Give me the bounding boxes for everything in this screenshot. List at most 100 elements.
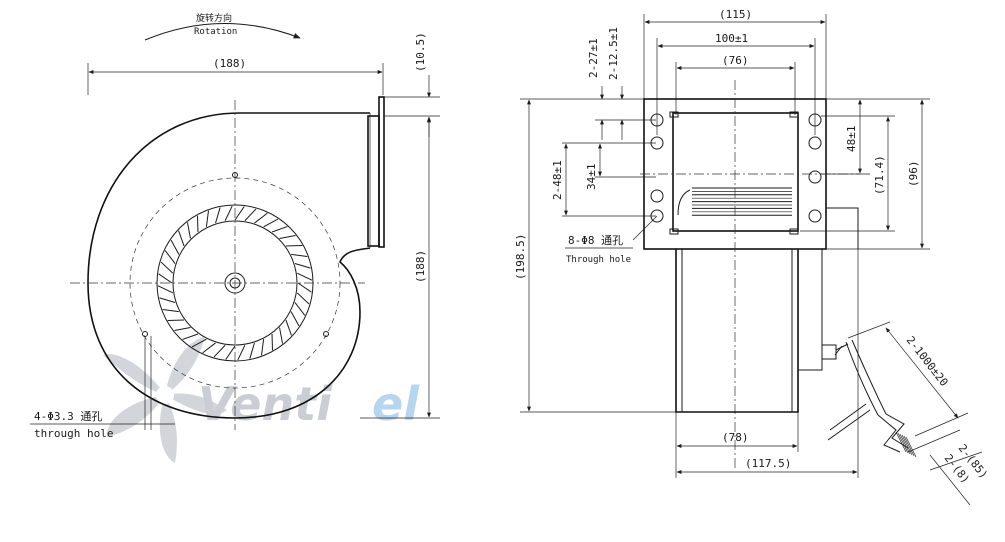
watermark-text-b: el <box>372 377 420 431</box>
impeller-blade <box>279 234 296 239</box>
mount-hole-right <box>323 331 329 337</box>
impeller-blade <box>224 205 233 221</box>
flange-hole-3 <box>650 189 664 203</box>
flange-hole-2 <box>650 136 664 150</box>
impeller-blade <box>178 230 185 247</box>
cable-dim-ext-4 <box>929 451 983 471</box>
flange-side-step <box>826 207 859 249</box>
impeller-blade <box>244 208 257 222</box>
impeller-blade <box>170 239 180 255</box>
impeller-blade <box>164 250 176 264</box>
dim-96-label: (96) <box>907 161 920 188</box>
clip-tr <box>789 111 799 118</box>
mount-hole-top <box>232 172 238 178</box>
dim-76-label: (76) <box>722 54 749 67</box>
impeller-blade <box>254 212 268 224</box>
impeller-blade <box>159 297 176 303</box>
impeller-blade <box>202 342 216 354</box>
flange-hole-8 <box>808 209 822 223</box>
dim-198-label: (198.5) <box>514 234 527 280</box>
left-hole-note-en: through hole <box>34 427 113 440</box>
dim-8-line <box>929 454 971 506</box>
dim-2-48-label: 2-48±1 <box>551 160 564 200</box>
cable-gland-line <box>835 343 849 351</box>
outlet-flange-edge <box>378 96 385 248</box>
impeller-blade <box>271 226 288 233</box>
dim-48-label: 48±1 <box>845 126 858 153</box>
cable-2 <box>851 339 887 415</box>
impeller-blade <box>205 210 210 227</box>
wire-strand <box>901 434 913 456</box>
flange-hole-5 <box>808 113 822 127</box>
dim-cable-label: 2-1000±20 <box>904 334 951 389</box>
cable-dim-ext-2 <box>914 412 969 437</box>
impeller-side-lines <box>692 187 792 216</box>
cable-dim-ext-3 <box>907 429 961 453</box>
dim-line-cable <box>885 327 959 419</box>
impeller-blade <box>191 338 207 348</box>
cable-gland <box>821 344 837 360</box>
impeller-blade <box>160 261 174 274</box>
wire-b <box>829 403 867 431</box>
dim-2-27-label: 2-27±1 <box>587 38 600 78</box>
impeller-blade <box>186 222 191 239</box>
cable-dim-ext-1 <box>847 321 891 339</box>
left-hole-note-cn: 4-Φ3.3 通孔 <box>34 410 102 423</box>
dim-117-label: (117.5) <box>745 457 791 470</box>
clip-br <box>789 228 799 235</box>
rotation-label-en: Rotation <box>194 27 237 37</box>
impeller-blade <box>263 218 279 228</box>
impeller-blade <box>294 263 311 269</box>
hole-note-leader <box>632 215 658 241</box>
rotation-label-cn: 旋转方向 <box>196 12 232 24</box>
impeller-blade <box>157 285 173 294</box>
impeller-blade <box>158 273 173 284</box>
wire-strand <box>903 435 915 457</box>
impeller-blade <box>162 308 179 313</box>
impeller-blades <box>157 205 313 361</box>
right-hole-note-cn: 8-Φ8 通孔 <box>568 234 623 247</box>
scroll-curve-side <box>677 189 691 216</box>
impeller-blade <box>174 327 191 332</box>
dim-78-label: (78) <box>722 431 749 444</box>
impeller-blade <box>225 345 236 360</box>
impeller-blade <box>290 311 300 327</box>
impeller-blade <box>260 339 265 356</box>
clip-bl <box>669 228 679 235</box>
dim-115-label: (115) <box>719 8 752 21</box>
cable-1 <box>845 341 879 416</box>
outlet-opening <box>672 112 799 232</box>
dim-71-label: (71.4) <box>873 155 886 195</box>
impeller-blade <box>296 292 310 305</box>
watermark-text-a: Venti <box>198 377 333 431</box>
flange-holes <box>650 113 822 223</box>
wire-strands <box>895 431 917 458</box>
cable-bend-b <box>885 413 909 449</box>
watermark-fan-icon <box>103 337 227 463</box>
cable-sleeve <box>834 345 843 356</box>
impeller-blade <box>297 282 312 293</box>
flange-hole-7 <box>808 170 822 184</box>
wire-a <box>827 409 871 441</box>
impeller-blade <box>279 327 284 344</box>
dim-34-label: 34±1 <box>585 164 598 191</box>
dim-width-label: (188) <box>213 57 246 70</box>
housing-body-side <box>675 249 799 413</box>
wire-strand <box>899 433 911 455</box>
impeller-blade <box>237 345 246 361</box>
rotation-arrow <box>144 23 301 41</box>
mount-hole-left <box>142 331 148 337</box>
motor-bulge <box>798 248 823 371</box>
wire-strand <box>897 432 909 454</box>
impeller-blade <box>182 333 199 340</box>
right-view: (115) 100±1 (76) 2-27±1 2-12.5±1 2-48±1 … <box>514 8 990 506</box>
scroll-housing <box>87 112 371 419</box>
dim-height-label: (188) <box>414 250 427 283</box>
impeller-blade <box>215 207 221 224</box>
impeller-blade <box>249 342 255 359</box>
dim-100-label: 100±1 <box>715 32 748 45</box>
impeller-blade <box>291 253 308 258</box>
wire-strand <box>905 436 917 458</box>
left-view: 旋转方向 Rotation (188) 4-Φ3.3 通孔 through h <box>30 12 440 440</box>
